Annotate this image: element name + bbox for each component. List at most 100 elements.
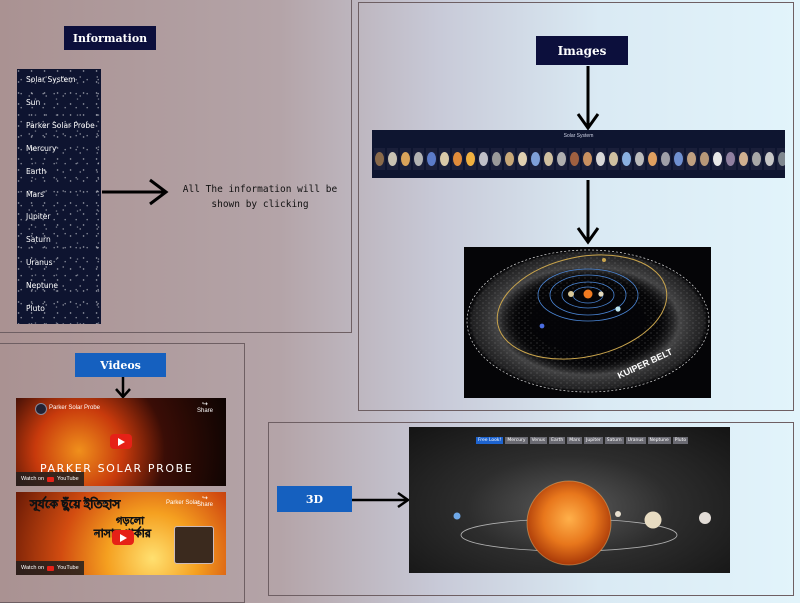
nav-button-earth[interactable]: Earth: [549, 437, 566, 444]
planet-thumbnail: [439, 148, 450, 170]
planet-thumbnail: [686, 148, 697, 170]
information-title: Information: [64, 26, 156, 50]
planet-thumbnail: [751, 148, 762, 170]
planet-thumbnail: [608, 148, 619, 170]
menu-item-solar-system[interactable]: Solar System: [26, 75, 76, 84]
nav-button-uranus[interactable]: Uranus: [625, 437, 646, 444]
menu-item-mercury[interactable]: Mercury: [26, 144, 57, 153]
share-icon[interactable]: ↪ Share: [196, 495, 213, 508]
nav-button-pluto[interactable]: Pluto: [672, 437, 689, 444]
share-label: Share: [196, 502, 213, 508]
planet-thumbnail: [621, 148, 632, 170]
planet-thumbnail: [647, 148, 658, 170]
arrow-down-icon: [576, 66, 600, 131]
planet-thumbnail: [595, 148, 606, 170]
caption-line-2: shown by clicking: [211, 199, 309, 210]
planet-thumbnail: [712, 148, 723, 170]
sidebar-menu: Solar System Sun Parker Solar Probe Merc…: [17, 69, 101, 324]
planet-thumbnail: [387, 148, 398, 170]
menu-item-mars[interactable]: Mars: [26, 190, 45, 199]
video-player-1[interactable]: Parker Solar Probe ↪ Share PARKER SOLAR …: [16, 398, 226, 486]
play-icon: [117, 437, 125, 446]
images-title: Images: [536, 36, 628, 65]
video-player-2[interactable]: সূর্যকে ছুঁয়ে ইতিহাস Parker Solar ↪ Sha…: [16, 492, 226, 575]
planet-thumbnail: [673, 148, 684, 170]
share-icon[interactable]: ↪ Share: [196, 401, 213, 414]
video-2-channel: Parker Solar: [166, 500, 200, 506]
youtube-label: YouTube: [57, 476, 79, 482]
planet-thumbnail: [426, 148, 437, 170]
arrow-down-icon: [576, 180, 600, 245]
menu-item-parker-solar-probe[interactable]: Parker Solar Probe: [26, 121, 95, 130]
planet-thumbnail: [543, 148, 554, 170]
planet-thumbnail: [517, 148, 528, 170]
arrow-right-icon: [102, 178, 169, 206]
menu-item-uranus[interactable]: Uranus: [26, 258, 53, 267]
menu-item-saturn[interactable]: Saturn: [26, 235, 51, 244]
planet-thumbnail: [569, 148, 580, 170]
planet-thumbnail: [556, 148, 567, 170]
videos-title: Videos: [75, 353, 166, 377]
menu-item-neptune[interactable]: Neptune: [26, 281, 59, 290]
planet-thumbnail: [738, 148, 749, 170]
youtube-play-button[interactable]: [112, 530, 134, 545]
watch-on-label: Watch on: [21, 565, 45, 571]
video-1-overlay-title: PARKER SOLAR PROBE: [40, 462, 194, 475]
3d-scene: [453, 480, 711, 566]
menu-item-jupiter[interactable]: Jupiter: [26, 212, 51, 221]
watch-on-youtube[interactable]: Watch on YouTube: [16, 472, 84, 486]
watch-on-youtube[interactable]: Watch on YouTube: [16, 561, 84, 575]
nav-button-venus[interactable]: Venus: [529, 437, 548, 444]
planet-thumbnail: [777, 148, 785, 170]
planet-thumbnail: [725, 148, 736, 170]
play-icon: [119, 533, 127, 542]
menu-item-sun[interactable]: Sun: [26, 98, 41, 107]
planet-thumbnail: [478, 148, 489, 170]
information-caption: All The information will be shown by cli…: [174, 182, 346, 212]
menu-item-pluto[interactable]: Pluto: [26, 304, 45, 313]
video-2-title-line-2: গড়লো: [116, 516, 145, 528]
nav-button-mars[interactable]: Mars: [567, 437, 583, 444]
3d-panel: [268, 422, 794, 596]
nav-button-free-look[interactable]: Free Look!: [476, 437, 504, 444]
planet-strip-title: Solar System: [563, 133, 594, 139]
video-1-channel: Parker Solar Probe: [49, 405, 101, 411]
channel-avatar: [35, 403, 47, 415]
probe-image: [174, 526, 214, 564]
youtube-logo-icon: [47, 565, 55, 571]
watch-on-label: Watch on: [21, 476, 45, 482]
youtube-play-button[interactable]: [110, 434, 132, 449]
planet-thumbnail: [764, 148, 775, 170]
video-2-title-line-1: সূর্যকে ছুঁয়ে ইতিহাস: [30, 497, 121, 512]
planet-thumbnail: [413, 148, 424, 170]
nav-button-jupiter[interactable]: Jupiter: [584, 437, 603, 444]
arrow-down-icon: [115, 377, 131, 399]
planet-thumbnail: [582, 148, 593, 170]
kuiper-belt-diagram: KUIPER BELT: [466, 249, 710, 393]
nav-button-neptune[interactable]: Neptune: [647, 437, 671, 444]
nav-button-saturn[interactable]: Saturn: [604, 437, 624, 444]
planet-thumbnail: [699, 148, 710, 170]
planet-thumbnail: [504, 148, 515, 170]
planet-thumbnail: [491, 148, 502, 170]
planet-thumbnail: [374, 148, 385, 170]
planet-thumbnails: [374, 148, 785, 170]
3d-title: 3D: [277, 486, 352, 512]
kuiper-belt-image[interactable]: KUIPER BELT: [464, 247, 711, 398]
planet-thumbnail: [634, 148, 645, 170]
information-panel: [0, 0, 352, 333]
nav-button-mercury[interactable]: Mercury: [505, 437, 528, 444]
youtube-label: YouTube: [57, 565, 79, 571]
share-label: Share: [196, 408, 213, 414]
planet-thumbnail: [452, 148, 463, 170]
planet-thumbnail: [530, 148, 541, 170]
planet-strip-image[interactable]: Solar System: [372, 130, 785, 178]
caption-line-1: All The information will be: [182, 184, 338, 195]
youtube-logo-icon: [47, 476, 55, 482]
menu-item-earth[interactable]: Earth: [26, 167, 47, 176]
planet-thumbnail: [400, 148, 411, 170]
planet-thumbnail: [660, 148, 671, 170]
planet-thumbnail: [465, 148, 476, 170]
